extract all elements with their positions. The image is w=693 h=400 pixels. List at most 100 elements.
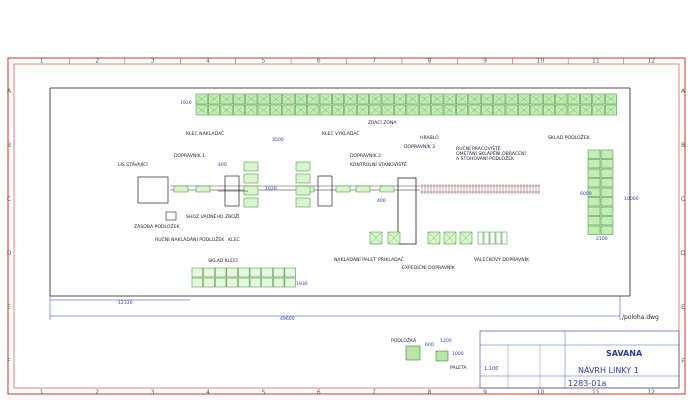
roller-conveyor-label: VÁLEČKOVÝ DOPRAVNÍK xyxy=(474,256,530,263)
drying-cell-mark xyxy=(421,95,429,103)
roller-segment xyxy=(489,231,496,245)
column-label: 4 xyxy=(206,389,210,396)
drying-cell-mark xyxy=(532,95,541,103)
conveyor-pallet xyxy=(355,185,371,193)
row-label: D xyxy=(681,250,686,257)
cage-slot xyxy=(272,277,285,288)
cage-slot xyxy=(238,267,250,278)
drying-cell-mark xyxy=(359,106,367,114)
column-label: 12 xyxy=(647,58,655,65)
column-label: 5 xyxy=(261,58,265,65)
manual-station-label-1: RUČNÍ PRACOVIŠTĚ xyxy=(456,144,501,152)
loading-station-mark xyxy=(427,231,441,245)
storage-cell xyxy=(600,225,614,235)
attacher-label: PŘIKLADAČ xyxy=(378,255,404,263)
row-label: A xyxy=(681,88,686,95)
unloader-stack xyxy=(295,173,311,184)
drying-cell-mark xyxy=(235,106,243,114)
cage-label: KLEC xyxy=(228,237,240,243)
column-label: 6 xyxy=(317,389,321,396)
pallet-storage-label: SKLAD PODLOŽEK xyxy=(548,133,591,141)
roller-track xyxy=(420,184,540,194)
legend-pallet xyxy=(435,350,449,362)
roller-segment xyxy=(477,231,484,245)
dim-1200: 1200 xyxy=(440,338,452,344)
drying-cell-mark xyxy=(520,95,528,103)
column-label: 8 xyxy=(428,58,432,65)
storage-cell xyxy=(600,159,614,169)
column-label: 10 xyxy=(537,389,545,396)
unloader-stack xyxy=(295,161,311,172)
drying-cell-mark xyxy=(346,106,355,114)
drying-cell-mark xyxy=(235,95,243,103)
column-label: 9 xyxy=(483,58,487,65)
storage-cell xyxy=(600,178,614,188)
drying-cell-mark xyxy=(470,95,479,103)
loader-stack xyxy=(243,185,259,196)
drying-cell-mark xyxy=(396,95,404,103)
cage-loader-label: KLEC NAKLADAČ xyxy=(186,130,224,137)
pallet-loading-label: NAKLÁDÁNÍ PALET xyxy=(334,256,376,263)
pallet-storage xyxy=(587,149,614,235)
drying-cell-mark xyxy=(582,106,590,114)
title-block xyxy=(479,330,680,389)
control-station-label: KONTROLNÍ STANOVIŠTĚ xyxy=(350,160,407,168)
dim-2100: 2100 xyxy=(596,236,608,242)
unloader-stack xyxy=(295,185,311,196)
drying-cell-mark xyxy=(458,95,466,103)
drying-cell-mark xyxy=(470,106,479,114)
storage-cell xyxy=(587,187,601,197)
drying-zone xyxy=(195,93,617,116)
conveyor2-label: DOPRAVNÍK 2 xyxy=(350,152,381,159)
drying-cell-mark xyxy=(607,106,615,114)
column-label: 3 xyxy=(151,389,155,396)
storage-cell xyxy=(600,197,614,207)
row-label: A xyxy=(7,88,12,95)
dim-12330: 12330 xyxy=(118,300,133,306)
drying-cell-mark xyxy=(483,95,491,103)
storage-cell xyxy=(600,206,614,216)
row-label: D xyxy=(7,250,12,257)
pallet-stock-label: ZÁSOBA PODLOŽEK xyxy=(134,222,181,230)
pallet-stock-box xyxy=(165,211,177,221)
storage-cell xyxy=(600,187,614,197)
pallet-load-stations xyxy=(369,231,508,245)
column-label: 9 xyxy=(483,389,487,396)
conveyor1-label: DOPRAVNÍK 1 xyxy=(174,152,205,159)
storage-cell xyxy=(587,168,601,178)
cage-slot xyxy=(214,267,227,278)
drying-cell-mark xyxy=(247,106,256,114)
dim-400a: 400 xyxy=(218,162,227,168)
row-label: B xyxy=(681,142,685,149)
main-conveyor xyxy=(170,185,420,191)
legend-pallet-label: PALETA xyxy=(450,365,468,371)
row-label: B xyxy=(7,142,11,149)
loader-stack xyxy=(243,161,259,172)
drying-cell-mark xyxy=(545,106,553,114)
drying-cell-mark xyxy=(284,106,293,114)
roller-segment xyxy=(501,231,508,245)
cage-storage-label: SKLAD KLECÍ xyxy=(208,257,238,264)
storage-cell xyxy=(587,159,601,169)
storage-cell xyxy=(587,149,601,159)
drying-cell-mark xyxy=(557,106,566,114)
legend-pallet-board xyxy=(405,345,421,361)
drying-cell-mark xyxy=(272,95,280,103)
unloader-stack xyxy=(295,197,311,208)
conveyor-pallet xyxy=(173,185,189,193)
dim-1000: 1000 xyxy=(452,351,464,357)
cage-unloader-label: KLEC VYKLADAČ xyxy=(322,130,360,137)
column-label: 11 xyxy=(592,58,600,65)
drying-cell-mark xyxy=(433,95,442,103)
drying-cell-mark xyxy=(532,106,541,114)
title-number: 1283-01a xyxy=(568,379,606,388)
column-label: 12 xyxy=(647,389,655,396)
title-drawing-name: NÁVRH LINKY 1 xyxy=(578,364,639,375)
cage-slot xyxy=(214,277,227,288)
drying-cell-mark xyxy=(359,95,367,103)
cage-slot xyxy=(261,267,273,278)
storage-cell xyxy=(600,149,614,159)
column-label: 2 xyxy=(95,58,99,65)
storage-cell xyxy=(587,216,601,226)
